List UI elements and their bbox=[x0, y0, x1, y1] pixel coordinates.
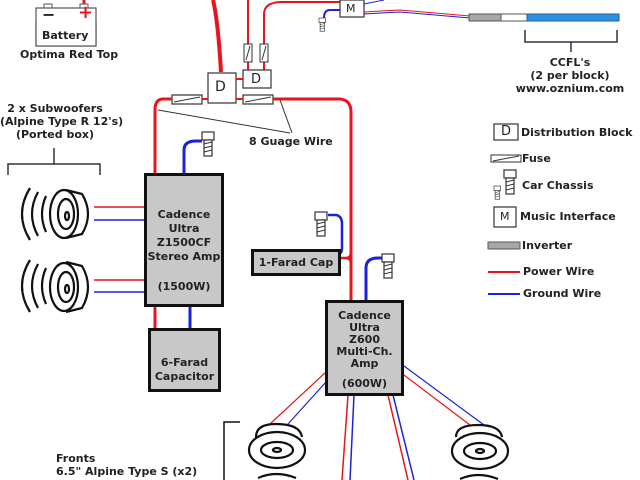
cap6-line2: Capacitor bbox=[154, 370, 215, 383]
amp2-line5: Amp bbox=[350, 357, 379, 370]
amp2-line3: Z600 bbox=[349, 333, 380, 346]
legend-fuse-label: Fuse bbox=[522, 152, 551, 165]
ccfl-line3: www.oznium.com bbox=[515, 82, 625, 95]
inverter bbox=[468, 13, 502, 22]
battery-minus: − bbox=[42, 5, 56, 24]
legend-distribution-label: Distribution Block bbox=[521, 126, 633, 139]
main-power-wire bbox=[211, 0, 223, 73]
ccfl-tube bbox=[526, 13, 620, 22]
music-interface-label: M bbox=[346, 2, 356, 15]
legend-inverter-symbol bbox=[487, 241, 521, 250]
battery bbox=[35, 3, 97, 47]
legend-inverter-label: Inverter bbox=[522, 239, 573, 252]
capacitor-1-farad: 1-Farad Cap bbox=[251, 249, 341, 276]
amp2-line2: Ultra bbox=[349, 321, 380, 334]
amp1-line2: Ultra bbox=[168, 222, 200, 235]
front-speaker-left bbox=[247, 422, 307, 480]
legend-chassis-symbol-small bbox=[493, 185, 501, 200]
amp2-line4: Multi-Ch. bbox=[336, 345, 393, 358]
fuse bbox=[243, 43, 253, 63]
distribution-block-main bbox=[207, 72, 237, 104]
legend-chassis-symbol-large bbox=[503, 169, 517, 195]
wire-gauge-note: 8 Guage Wire bbox=[249, 135, 333, 148]
amp1-line3: Z1500CF bbox=[156, 236, 212, 249]
legend-music-symbol-letter: M bbox=[500, 210, 510, 223]
capacitor-6-farad: 6-Farad Capacitor bbox=[148, 328, 221, 392]
amp-z600: Cadence Ultra Z600 Multi-Ch. Amp (600W) bbox=[325, 300, 404, 396]
subwoofers-line2: (Alpine Type R 12's) bbox=[0, 115, 124, 128]
legend-ground-label: Ground Wire bbox=[523, 287, 602, 300]
amp1-line1: Cadence bbox=[157, 208, 211, 221]
ccfl-line2: (2 per block) bbox=[530, 69, 610, 82]
ccfl-label: CCFL's (2 per block) www.oznium.com bbox=[515, 56, 625, 95]
amp1-power: (1500W) bbox=[157, 280, 211, 293]
subwoofers-line3: (Ported box) bbox=[15, 128, 95, 141]
subwoofer-1 bbox=[20, 187, 90, 241]
amp1-line4: Stereo Amp bbox=[147, 250, 221, 263]
legend-music-label: Music Interface bbox=[520, 210, 616, 223]
distribution-block-small-label: D bbox=[251, 72, 262, 87]
legend-distribution-symbol-letter: D bbox=[501, 124, 512, 139]
battery-plus: + bbox=[78, 2, 94, 23]
legend-music-symbol bbox=[493, 206, 517, 228]
amp2-line1: Cadence bbox=[338, 309, 391, 322]
legend-power-label: Power Wire bbox=[523, 265, 595, 278]
music-interface-box bbox=[339, 0, 365, 18]
distribution-block-main-label: D bbox=[215, 79, 226, 95]
ccfl-line1: CCFL's bbox=[549, 56, 591, 69]
battery-name: Optima Red Top bbox=[20, 48, 119, 61]
subwoofers-label: 2 x Subwoofers (Alpine Type R 12's) (Por… bbox=[0, 102, 124, 141]
subwoofers-line1: 2 x Subwoofers bbox=[7, 102, 103, 115]
fronts-line2: 6.5" Alpine Type S (x2) bbox=[56, 465, 198, 478]
amp-z1500cf: Cadence Ultra Z1500CF Stereo Amp (1500W) bbox=[144, 173, 224, 307]
fronts-line1: Fronts bbox=[56, 452, 96, 465]
amp2-power: (600W) bbox=[341, 377, 388, 390]
fronts-label: Fronts 6.5" Alpine Type S (x2) bbox=[56, 452, 197, 478]
legend-distribution-symbol bbox=[493, 123, 519, 141]
front-speaker-right bbox=[450, 423, 510, 480]
cap6-line1: 6-Farad bbox=[160, 356, 209, 369]
legend-chassis-label: Car Chassis bbox=[522, 179, 594, 192]
subwoofer-2 bbox=[20, 259, 90, 314]
battery-label: Battery bbox=[42, 29, 89, 42]
cap1-label: 1-Farad Cap bbox=[258, 256, 334, 269]
legend-fuse-symbol bbox=[490, 154, 522, 163]
fuse bbox=[259, 43, 269, 63]
